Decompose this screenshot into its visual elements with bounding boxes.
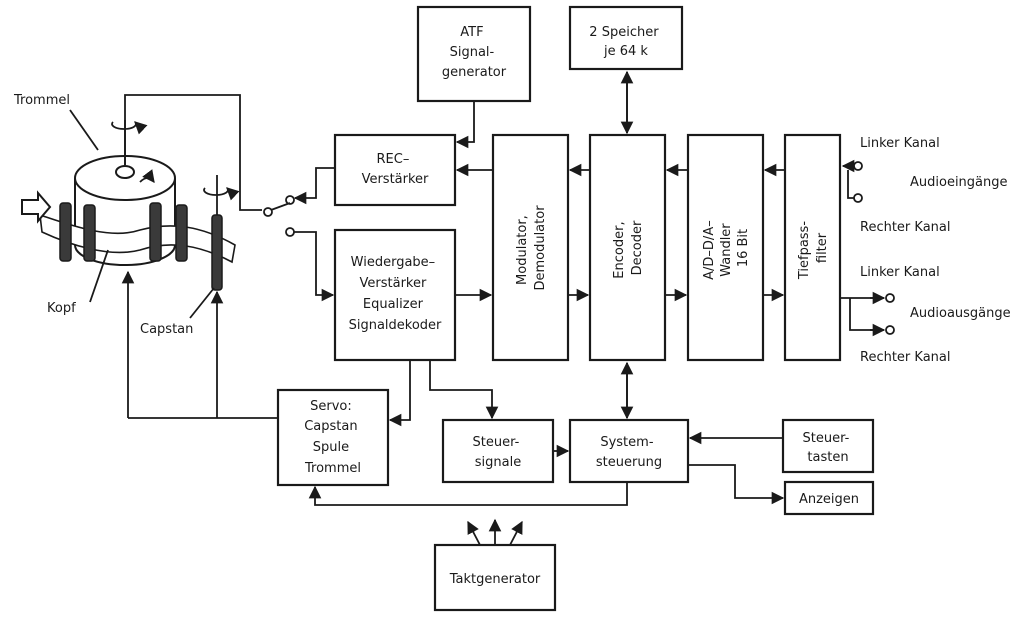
tiefpass-text: Tiefpass- filter bbox=[797, 217, 830, 280]
anzeigen-text: Anzeigen bbox=[799, 492, 859, 507]
atf-text: ATF Signal- generator bbox=[442, 25, 507, 80]
audioeingaenge-label: Audioeingänge bbox=[910, 175, 1008, 190]
atf-generator-box bbox=[416, 5, 532, 103]
wiedergabe-to-steuersig-arrow bbox=[429, 360, 499, 420]
speicher-box bbox=[568, 5, 684, 71]
rechter-kanal-in-label: Rechter Kanal bbox=[860, 220, 951, 235]
tiefpass-box bbox=[783, 133, 842, 362]
systemsteuerung-box bbox=[568, 418, 690, 484]
speicher-text: 2 Speicher je 64 k bbox=[589, 25, 662, 59]
rechter-kanal-out-label: Rechter Kanal bbox=[860, 350, 951, 365]
rec-play-switch bbox=[263, 195, 295, 237]
adda-box bbox=[686, 133, 765, 362]
anzeigen-box bbox=[783, 480, 875, 516]
switch-to-wiedergabe-arrow bbox=[294, 231, 335, 302]
servo-text: Servo: Capstan Spule Trommel bbox=[304, 399, 362, 476]
sys-to-servo-arrow bbox=[308, 482, 628, 506]
steuersignale-text: Steuer- signale bbox=[473, 435, 524, 470]
sys-anzeigen-line bbox=[688, 464, 736, 482]
wiedergabe-box bbox=[333, 228, 457, 362]
takt-arrow-left bbox=[467, 520, 481, 546]
rec-verstaerker-box bbox=[333, 133, 457, 207]
linker-kanal-out-label: Linker Kanal bbox=[860, 265, 940, 280]
rec-text: REC– Verstärker bbox=[362, 152, 429, 187]
taktgenerator-text: Taktgenerator bbox=[449, 572, 541, 587]
kopf-label: Kopf bbox=[47, 301, 76, 316]
sys-to-anzeigen-arrow bbox=[734, 482, 785, 505]
steuertasten-box bbox=[781, 418, 875, 474]
trommel-label: Trommel bbox=[13, 93, 70, 108]
encoder-text: Encoder, Decoder bbox=[612, 217, 645, 278]
audio-terminals bbox=[840, 159, 895, 337]
wiedergabe-to-servo-arrow bbox=[388, 360, 411, 427]
modulator-text: Modulator, Demodulator bbox=[515, 205, 548, 291]
audioausgaenge-label: Audioausgänge bbox=[910, 306, 1011, 321]
steuertasten-text: Steuer- tasten bbox=[803, 431, 854, 465]
wiedergabe-text: Wiedergabe– Verstärker Equalizer Signald… bbox=[349, 255, 442, 333]
modulator-box bbox=[491, 133, 570, 362]
capstan-label: Capstan bbox=[140, 322, 193, 337]
takt-arrow-right bbox=[509, 520, 523, 546]
rec-to-switch-arrow bbox=[293, 167, 335, 205]
steuersignale-box bbox=[441, 418, 555, 484]
linker-kanal-in-label: Linker Kanal bbox=[860, 136, 940, 151]
servo-box bbox=[276, 388, 390, 487]
tape-drum-illustration bbox=[21, 94, 262, 291]
atf-to-rec-arrow bbox=[455, 101, 475, 149]
adda-text: A/D–D/A– Wandler 16 Bit bbox=[702, 216, 751, 280]
systemsteuerung-text: System- steuerung bbox=[596, 435, 662, 470]
encoder-box bbox=[588, 133, 667, 362]
